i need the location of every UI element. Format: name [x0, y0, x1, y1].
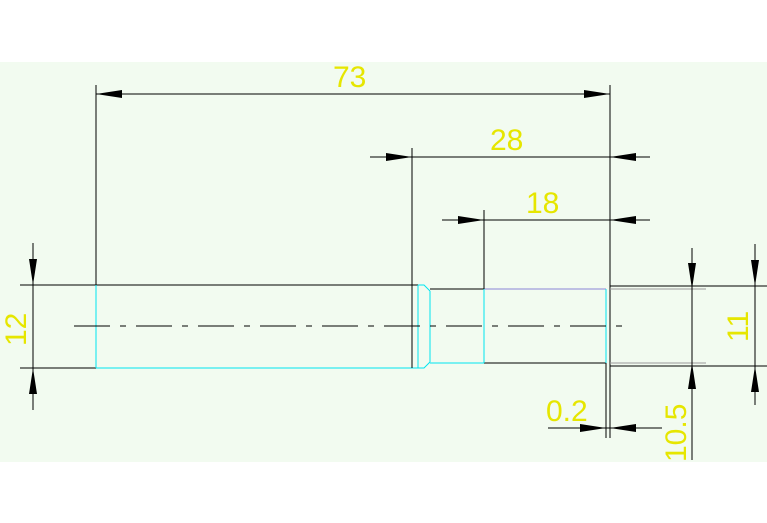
- dim12-text: 12: [0, 313, 33, 346]
- dim0-2-arrow-left: [580, 424, 606, 432]
- dim11-arrow-top: [751, 260, 759, 286]
- dimension-73: 73: [95, 61, 611, 285]
- chamfer-bottom: [418, 361, 431, 369]
- dim18-arrow-left: [458, 216, 484, 224]
- dimension-0-2: 0.2: [546, 363, 662, 438]
- part-outline: [20, 284, 767, 438]
- dim28-arrow-left: [386, 153, 412, 161]
- dim73-text: 73: [333, 61, 366, 94]
- dimension-12: 12: [0, 243, 37, 410]
- dim28-text: 28: [490, 124, 523, 157]
- dim10-5-arrow-top: [688, 263, 696, 289]
- dim11-arrow-bottom: [751, 366, 759, 392]
- dim12-arrow-top: [29, 259, 37, 285]
- dimension-10-5: 10.5: [660, 248, 696, 462]
- dim28-arrow-right: [610, 153, 636, 161]
- dim0-2-text: 0.2: [546, 395, 588, 428]
- dim73-arrow-right: [584, 90, 610, 98]
- dim10-5-arrow-bottom: [688, 363, 696, 389]
- dim18-text: 18: [526, 187, 559, 220]
- dimension-11: 11: [722, 244, 759, 405]
- dim0-2-arrow-right: [610, 424, 636, 432]
- drawing-area: [0, 62, 767, 462]
- dim73-arrow-left: [96, 90, 122, 98]
- dimension-18: 18: [442, 187, 650, 289]
- dimension-28: 28: [370, 124, 650, 285]
- dim18-arrow-right: [610, 216, 636, 224]
- chamfer-top: [418, 284, 431, 292]
- dim12-arrow-bottom: [29, 368, 37, 394]
- dim10-5-text: 10.5: [660, 404, 693, 462]
- dim11-text: 11: [722, 311, 755, 342]
